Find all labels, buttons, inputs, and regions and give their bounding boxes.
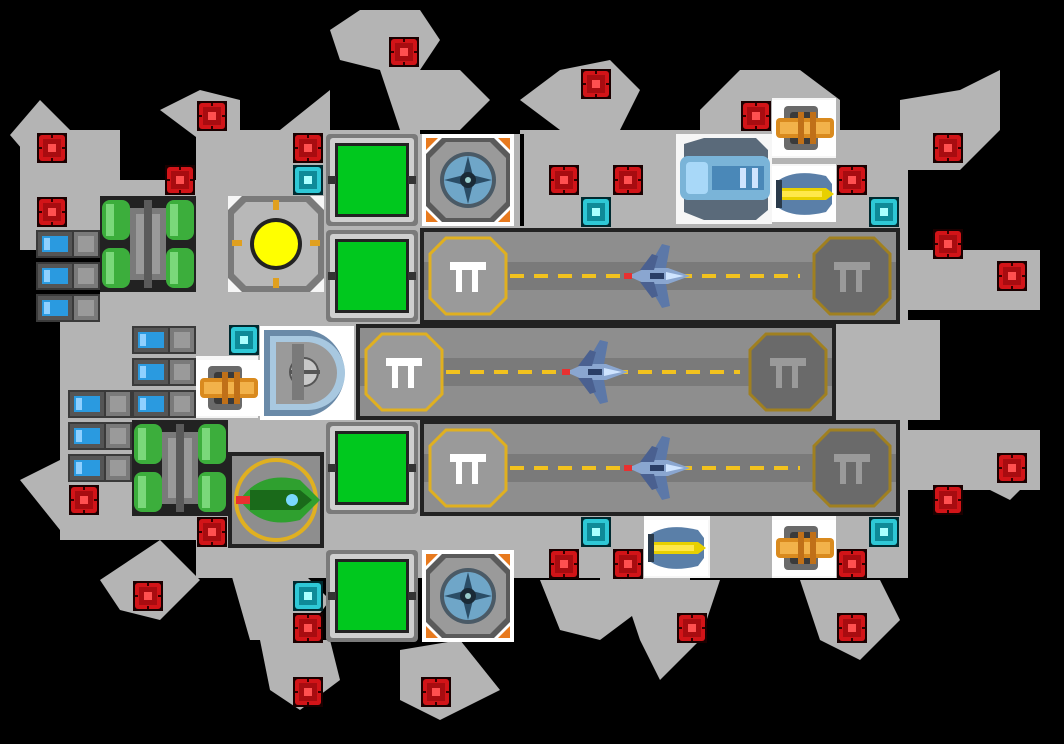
red-square-icon[interactable]: [933, 485, 963, 515]
red-square-icon[interactable]: [549, 165, 579, 195]
red-square-icon[interactable]: [197, 101, 227, 131]
red-square-icon[interactable]: [37, 133, 67, 163]
landing-pad-icon: [812, 236, 892, 316]
red-square-icon[interactable]: [677, 613, 707, 643]
landing-pad-icon: [428, 428, 508, 508]
orange-cannon-icon[interactable]: [772, 100, 836, 156]
red-square-icon[interactable]: [165, 165, 195, 195]
red-square-icon[interactable]: [741, 101, 771, 131]
green-tank-icon[interactable]: [100, 196, 196, 292]
orange-cannon-icon[interactable]: [196, 360, 260, 416]
blue-battery-icon[interactable]: [68, 422, 132, 450]
green-tank-icon[interactable]: [132, 420, 228, 516]
red-square-icon[interactable]: [549, 549, 579, 579]
red-square-icon[interactable]: [613, 165, 643, 195]
heavy-engine[interactable]: [680, 138, 770, 220]
blue-battery-icon[interactable]: [36, 294, 100, 322]
landing-pad-icon: [364, 332, 444, 412]
blue-battery-icon[interactable]: [36, 262, 100, 290]
red-square-icon[interactable]: [421, 677, 451, 707]
orange-cannon-icon[interactable]: [772, 520, 836, 576]
cyan-square-icon[interactable]: [581, 517, 611, 547]
red-square-icon[interactable]: [837, 549, 867, 579]
red-square-icon[interactable]: [133, 581, 163, 611]
blue-battery-icon[interactable]: [68, 454, 132, 482]
yellow-core-icon: [254, 222, 298, 266]
blue-battery-icon[interactable]: [132, 326, 196, 354]
red-square-icon[interactable]: [997, 261, 1027, 291]
green-fighter-bay[interactable]: [228, 452, 324, 548]
red-square-icon[interactable]: [837, 613, 867, 643]
cyan-square-icon[interactable]: [293, 581, 323, 611]
reactor-core[interactable]: [228, 196, 324, 292]
red-square-icon[interactable]: [997, 453, 1027, 483]
red-square-icon[interactable]: [293, 133, 323, 163]
turbine-icon[interactable]: [422, 550, 514, 642]
red-square-icon[interactable]: [933, 229, 963, 259]
green-storage-icon[interactable]: [326, 550, 418, 642]
red-square-icon[interactable]: [69, 485, 99, 515]
cyan-square-icon[interactable]: [869, 517, 899, 547]
blue-battery-icon[interactable]: [132, 390, 196, 418]
green-storage-icon[interactable]: [326, 230, 418, 322]
red-square-icon[interactable]: [933, 133, 963, 163]
red-square-icon[interactable]: [389, 37, 419, 67]
turbine-icon[interactable]: [422, 134, 514, 226]
green-storage-icon[interactable]: [326, 422, 418, 514]
red-square-icon[interactable]: [197, 517, 227, 547]
cyan-square-icon[interactable]: [229, 325, 259, 355]
hangar-bay-upper[interactable]: [420, 228, 900, 324]
blue-battery-icon[interactable]: [68, 390, 132, 418]
shield-generator[interactable]: [260, 326, 354, 420]
blue-battery-icon[interactable]: [36, 230, 100, 258]
green-storage-icon[interactable]: [326, 134, 418, 226]
red-square-icon[interactable]: [293, 613, 323, 643]
landing-pad-icon: [748, 332, 828, 412]
cyan-square-icon[interactable]: [293, 165, 323, 195]
red-square-icon[interactable]: [837, 165, 867, 195]
landing-pad-icon: [428, 236, 508, 316]
yellow-launcher-icon[interactable]: [644, 520, 708, 576]
cyan-square-icon[interactable]: [581, 197, 611, 227]
cyan-square-icon[interactable]: [869, 197, 899, 227]
blue-battery-icon[interactable]: [132, 358, 196, 386]
red-square-icon[interactable]: [613, 549, 643, 579]
landing-pad-icon: [812, 428, 892, 508]
red-square-icon[interactable]: [293, 677, 323, 707]
red-square-icon[interactable]: [37, 197, 67, 227]
yellow-launcher-icon[interactable]: [772, 166, 836, 222]
red-square-icon[interactable]: [581, 69, 611, 99]
hangar-bay-middle[interactable]: [356, 324, 836, 420]
hangar-bay-lower[interactable]: [420, 420, 900, 516]
